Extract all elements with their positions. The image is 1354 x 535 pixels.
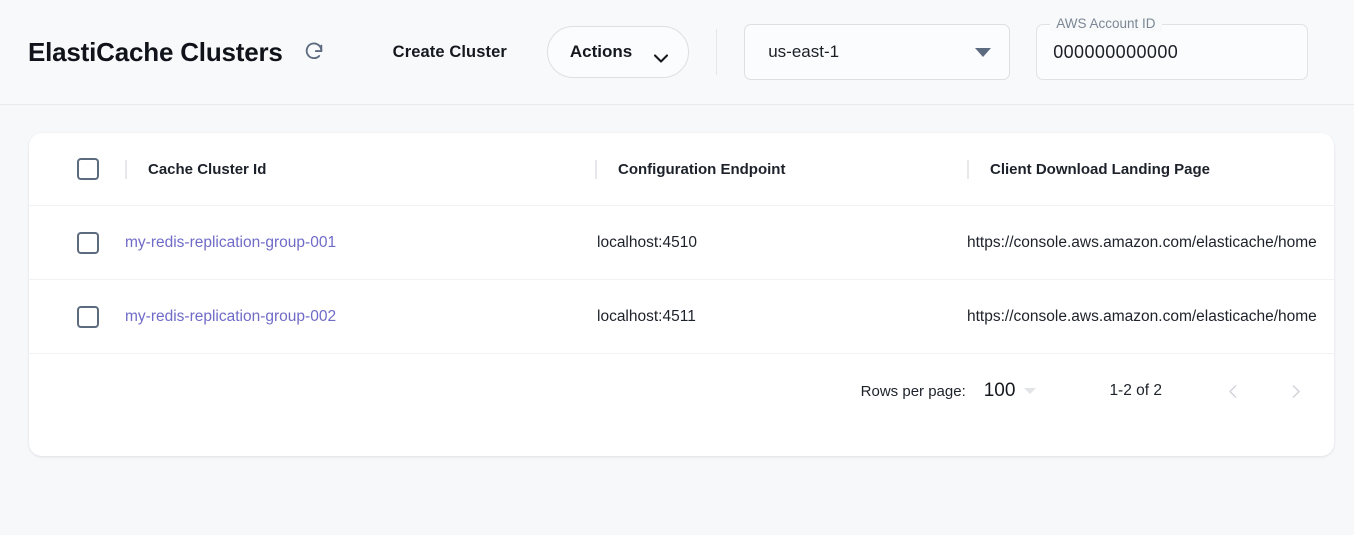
region-select[interactable]: us-east-1 [744,24,1011,80]
row-select-cell [29,205,125,280]
aws-account-id-field[interactable]: AWS Account ID 000000000000 [1036,16,1309,80]
cell-configuration-endpoint: localhost:4510 [595,205,967,280]
next-page-button[interactable] [1274,370,1316,412]
header-divider [716,29,718,75]
table-head: Cache Cluster Id Configuration Endpoint … [29,133,1334,206]
column-divider [967,159,969,179]
column-header-label: Client Download Landing Page [990,160,1211,178]
page-title: ElastiCache Clusters [28,36,283,67]
cell-landing-page: https://console.aws.amazon.com/elasticac… [967,205,1334,280]
clusters-table: Cache Cluster Id Configuration Endpoint … [29,133,1334,428]
previous-page-button[interactable] [1212,370,1254,412]
region-select-value: us-east-1 [768,42,840,61]
column-header-client-download-landing-page[interactable]: Client Download Landing Page [967,133,1334,206]
cell-configuration-endpoint: localhost:4511 [595,279,967,354]
pagination: Rows per page: 100 1-2 of 2 [29,354,1334,428]
landing-page-text: https://console.aws.amazon.com/elasticac… [967,307,1317,325]
table-body: my-redis-replication-group-001 localhost… [29,205,1334,428]
cell-cluster-id: my-redis-replication-group-001 [125,205,595,280]
clusters-card: Cache Cluster Id Configuration Endpoint … [29,133,1334,456]
aws-account-id-value: 000000000000 [1053,41,1179,62]
row-checkbox[interactable] [77,305,99,328]
table-footer-row: Rows per page: 100 1-2 of 2 [29,353,1334,428]
column-header-cluster-id[interactable]: Cache Cluster Id [125,133,595,206]
column-header-label: Configuration Endpoint [618,160,786,178]
chevron-right-icon [1287,383,1304,400]
select-all-header [29,133,125,206]
page-header: ElastiCache Clusters Create Cluster Acti… [0,0,1354,105]
cluster-id-link[interactable]: my-redis-replication-group-002 [125,307,337,325]
cluster-id-link[interactable]: my-redis-replication-group-001 [125,233,337,251]
configuration-endpoint-text: localhost:4510 [597,233,697,251]
pagination-cell: Rows per page: 100 1-2 of 2 [29,353,1334,428]
refresh-icon [303,41,325,63]
cell-landing-page: https://console.aws.amazon.com/elasticac… [967,279,1334,354]
pagination-range: 1-2 of 2 [1109,382,1162,399]
rows-per-page-select[interactable]: 100 [984,380,1037,402]
row-checkbox[interactable] [77,231,99,254]
actions-button[interactable]: Actions [546,26,690,78]
table-row: my-redis-replication-group-001 localhost… [29,205,1334,280]
rows-per-page-value: 100 [983,380,1016,401]
landing-page-text: https://console.aws.amazon.com/elasticac… [967,233,1317,251]
column-header-label: Cache Cluster Id [148,160,267,178]
aws-account-id-label: AWS Account ID [1050,16,1162,31]
row-select-cell [29,279,125,354]
actions-button-label: Actions [569,42,633,61]
create-cluster-button[interactable]: Create Cluster [387,35,513,70]
chevron-left-icon [1225,383,1242,400]
column-header-configuration-endpoint[interactable]: Configuration Endpoint [595,133,967,206]
rows-per-page-label: Rows per page: [860,382,966,400]
column-divider [595,159,597,179]
cell-cluster-id: my-redis-replication-group-002 [125,279,595,354]
column-divider [125,159,127,179]
table-header-row: Cache Cluster Id Configuration Endpoint … [29,133,1334,206]
select-all-checkbox[interactable] [77,158,99,180]
chevron-down-icon [654,48,669,63]
refresh-button[interactable] [297,35,331,69]
chevron-down-icon [1024,388,1037,394]
table-row: my-redis-replication-group-002 localhost… [29,279,1334,354]
caret-down-icon [975,47,992,57]
configuration-endpoint-text: localhost:4511 [597,307,696,325]
